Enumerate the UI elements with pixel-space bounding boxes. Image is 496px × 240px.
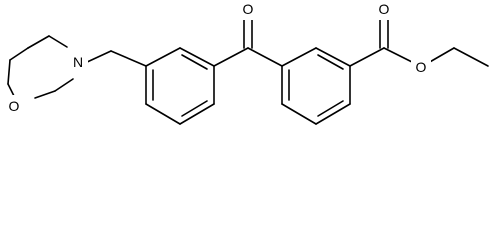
bond [383,47,415,64]
atom-label-oxygen-ester-carbonyl: O [379,1,390,17]
bond [48,35,68,48]
bond [7,83,15,97]
inner-double-bond [181,54,208,70]
bond [315,103,351,125]
bond [453,47,489,67]
atom-label-oxygen-morpholine: O [9,98,20,114]
chemical-structure-diagram: O N O O O [4,0,489,125]
bond [27,35,50,49]
bond [54,78,74,92]
bond [145,103,181,125]
bond [7,59,11,85]
bond [315,47,351,67]
left-benzene-ring [145,47,215,125]
bond [281,47,317,67]
bond [427,47,455,64]
right-benzene-ring [281,47,351,125]
ethyl-ester-group [349,15,489,67]
inner-double-bond [317,54,344,70]
bond [213,47,249,67]
bond [110,50,147,67]
atom-label-nitrogen: N [73,54,83,70]
bond [179,103,215,125]
bond [84,50,112,64]
ketone-group [213,15,283,67]
methylene-linker [84,50,147,67]
bond [349,47,385,67]
morpholine-ring [7,35,74,99]
inner-double-bond [317,100,344,117]
atom-label-oxygen-ester-ether: O [416,59,427,75]
atom-labels: O N O O O [4,0,431,117]
inner-double-bond [181,100,208,117]
atom-label-oxygen-ketone: O [243,1,254,17]
bond [145,47,181,67]
bond [9,47,29,61]
bond [34,90,56,99]
bond [179,47,215,67]
bond [281,103,317,125]
bond [247,47,283,67]
